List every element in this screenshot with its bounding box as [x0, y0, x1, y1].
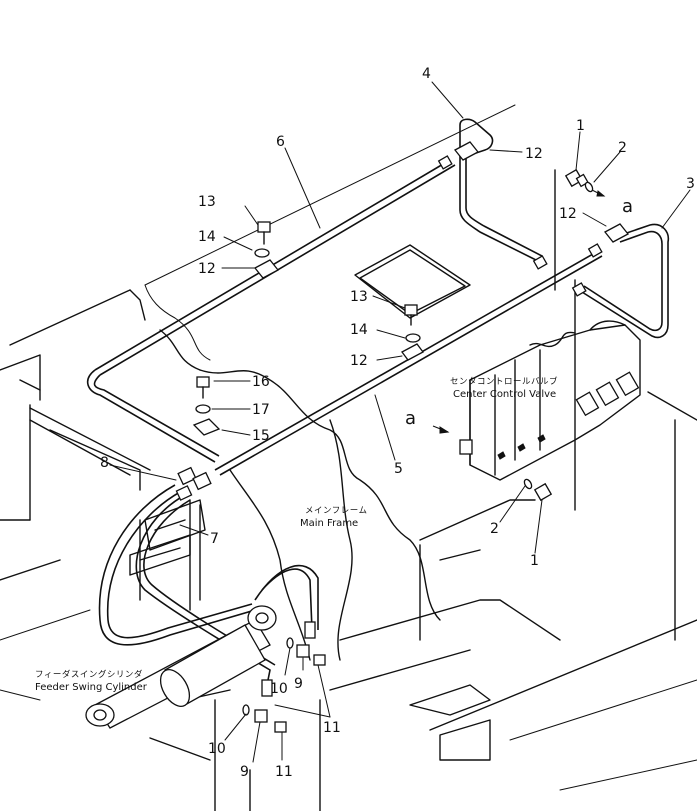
callout-13-left: 13 [198, 194, 216, 210]
frame-outline [0, 104, 697, 811]
callout-5: 5 [394, 461, 403, 477]
center-valve-label-en: Center Control Valve [453, 389, 556, 400]
callout-6: 6 [276, 134, 285, 150]
callout-14-left: 14 [198, 229, 216, 245]
callout-4: 4 [422, 66, 431, 82]
callout-numbers: 1 2 3 4 6 12 12 13 14 12 13 14 12 16 17 … [100, 66, 695, 780]
callout-2-top: 2 [618, 140, 627, 156]
callout-10-left: 10 [208, 741, 226, 757]
callout-1-top: 1 [576, 118, 585, 134]
connection-markers: a a [405, 196, 633, 429]
callout-8: 8 [100, 455, 109, 471]
callout-11-right: 11 [323, 720, 341, 736]
component-labels: センタコントロールバルブ Center Control Valve メインフレー… [35, 376, 558, 693]
bracket-assembly [129, 499, 206, 611]
callout-17: 17 [252, 402, 270, 418]
feeder-label-jp: フィーダスイングシリンダ [35, 669, 143, 680]
callout-14-mid: 14 [350, 322, 368, 338]
center-valve-label-jp: センタコントロールバルブ [450, 376, 558, 387]
marker-a-mid: a [405, 408, 416, 429]
callout-12-left: 12 [198, 261, 216, 277]
callout-15: 15 [252, 428, 270, 444]
callout-12-mid: 12 [350, 353, 368, 369]
callout-9-right: 9 [294, 676, 303, 692]
feeder-swing-cylinder [85, 605, 277, 729]
callout-16: 16 [252, 374, 270, 390]
main-frame-label-jp: メインフレーム [305, 506, 368, 516]
callout-11-left: 11 [275, 764, 293, 780]
callout-2-bottom: 2 [490, 521, 499, 537]
marker-a-top: a [622, 196, 633, 217]
callout-12-right: 12 [559, 206, 577, 222]
callout-3: 3 [686, 176, 695, 192]
leader-lines [109, 81, 691, 763]
callout-12-top: 12 [525, 146, 543, 162]
center-control-valve [459, 320, 641, 481]
callout-13-mid: 13 [350, 289, 368, 305]
callout-1-bottom: 1 [530, 553, 539, 569]
callout-9-left: 9 [240, 764, 249, 780]
fittings [175, 141, 629, 733]
feeder-label-en: Feeder Swing Cylinder [35, 682, 148, 693]
callout-7: 7 [210, 531, 219, 547]
callout-10-right: 10 [270, 681, 288, 697]
main-frame-label-en: Main Frame [300, 518, 358, 529]
